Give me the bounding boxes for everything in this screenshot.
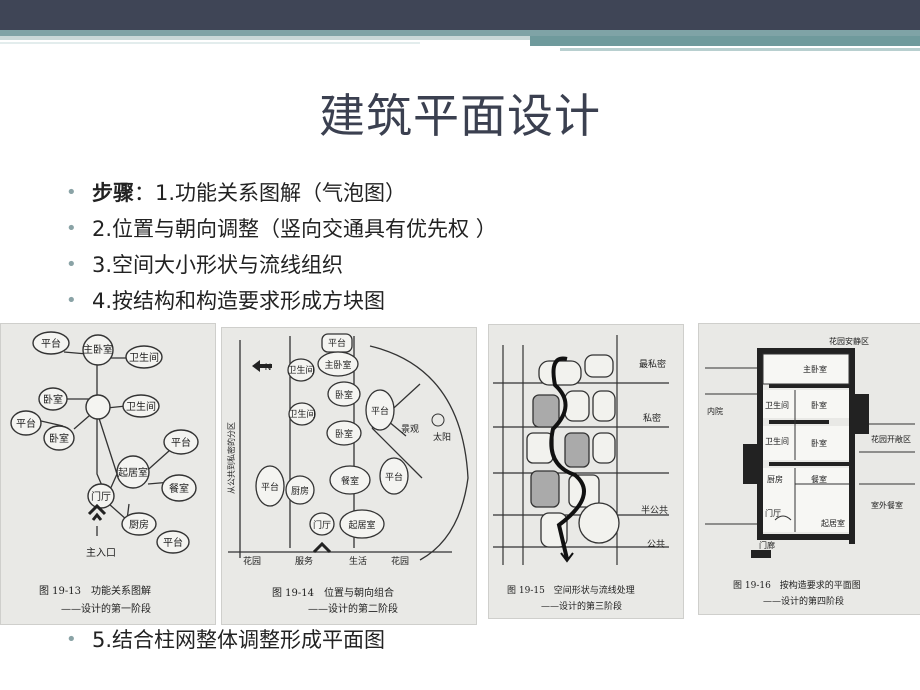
- top-right-pale-stripe: [560, 48, 920, 51]
- diagram-label: 从公共到私密的分区: [226, 422, 236, 494]
- diagram-label: 私密: [643, 412, 661, 424]
- diagram-label: 室外餐室: [871, 500, 903, 510]
- bullet-dot-icon: •: [66, 290, 77, 311]
- bullet-item: • 4.按结构和构造要求形成方块图: [66, 284, 497, 320]
- diagram-label: 厨房: [767, 474, 783, 484]
- bullet-item: • 2.位置与朝向调整（竖向交通具有优先权 ）: [66, 212, 497, 248]
- diagram-label: 花园安静区: [829, 336, 869, 346]
- top-pale-band: [0, 36, 700, 40]
- figure-orientation-diagram: 平台 主卧室 卫生间 卧室 卫生间 卧室 平台 平台 餐室 厨房 门厅 起居室 …: [221, 327, 477, 625]
- bullet-item-last: • 5.结合柱网整体调整形成平面图: [66, 623, 385, 659]
- diagram-label: 卫生间: [765, 436, 789, 446]
- diagram-label: 平台: [261, 481, 279, 493]
- diagram-label: 餐室: [811, 474, 827, 484]
- diagram-label: 主卧室: [803, 364, 827, 374]
- diagram-label: 主入口: [86, 547, 116, 559]
- diagram-label: 景观: [401, 424, 419, 435]
- figure-bubble-diagram: 平台 主卧室 卫生间 卧室 卫生间 平台 卧室 平台 起居室 餐室 门厅 厨房 …: [0, 323, 216, 625]
- slide-title: 建筑平面设计: [319, 89, 601, 143]
- space-diagram-drawing: 最私密 私密 半公共 公共 图 19-15 空间形状与流线处理 ——设计的第三阶…: [493, 335, 669, 612]
- diagram-label: 卧室: [335, 389, 353, 401]
- bullet-dot-icon: •: [66, 254, 77, 275]
- diagram-label: 厨房: [291, 485, 309, 497]
- diagram-label: 平台: [41, 337, 61, 350]
- diagram-label: 花园开敞区: [871, 434, 911, 444]
- diagram-label: 卫生间: [288, 408, 315, 420]
- figure-plan-diagram: 花园安静区 主卧室 内院 卫生间 卧室 卫生间 卧室 花园开敞区 厨房 餐室 门…: [698, 323, 920, 615]
- bullet-item: • 步骤：1.功能关系图解（气泡图）: [66, 176, 497, 212]
- figure-caption: 图 19-16 按构造要求的平面图: [733, 579, 861, 591]
- bullet-text: ：1.功能关系图解（气泡图）: [134, 181, 407, 205]
- figure-caption: 图 19-14 位置与朝向组合: [272, 586, 394, 599]
- bullet-text: 5.结合柱网整体调整形成平面图: [92, 628, 386, 652]
- diagram-label: 起居室: [118, 466, 148, 479]
- diagram-label: 卫生间: [129, 351, 159, 364]
- diagram-label: 起居室: [348, 519, 375, 531]
- top-teal-band: [0, 30, 920, 36]
- diagram-label: 厨房: [129, 518, 149, 531]
- diagram-label: N: [265, 363, 272, 373]
- diagram-label: 平台: [16, 417, 36, 430]
- bullet-text: 4.按结构和构造要求形成方块图: [92, 289, 386, 313]
- diagram-label: 平台: [385, 471, 403, 483]
- diagram-label: 卫生间: [287, 364, 314, 376]
- diagram-label: 卧室: [335, 428, 353, 440]
- diagram-label: 太阳: [433, 431, 451, 443]
- diagram-label: 平台: [163, 536, 183, 549]
- diagram-label: 花园: [391, 555, 409, 567]
- bullet-text: 2.位置与朝向调整（竖向交通具有优先权 ）: [92, 217, 497, 241]
- diagram-label: 餐室: [341, 475, 359, 487]
- diagram-label: 生活: [349, 555, 367, 567]
- bullet-text: 3.空间大小形状与流线组织: [92, 253, 344, 277]
- figure-subcaption: ——设计的第四阶段: [763, 595, 844, 607]
- diagram-label: 主卧室: [324, 359, 351, 371]
- bullet-strong: 步骤: [92, 181, 134, 205]
- diagram-label: 卧室: [811, 400, 827, 410]
- plan-diagram-drawing: 花园安静区 主卧室 内院 卫生间 卧室 卫生间 卧室 花园开敞区 厨房 餐室 门…: [705, 336, 915, 607]
- diagram-label: 花园: [243, 555, 261, 567]
- diagram-label: 卧室: [43, 393, 63, 406]
- figure-subcaption: ——设计的第二阶段: [308, 602, 398, 615]
- top-light-stripe: [0, 42, 420, 44]
- figure-subcaption: ——设计的第三阶段: [541, 600, 622, 612]
- diagram-label: 门厅: [765, 508, 781, 518]
- diagram-label: 门厅: [91, 490, 111, 503]
- diagram-label: 门廊: [759, 540, 775, 550]
- diagram-label: 主卧室: [83, 343, 113, 356]
- figure-caption: 图 19-15 空间形状与流线处理: [507, 584, 635, 596]
- figure-caption: 图 19-13 功能关系图解: [39, 584, 151, 597]
- diagram-label: 最私密: [639, 358, 666, 370]
- diagram-label: 卫生间: [126, 400, 156, 413]
- bubble-diagram-drawing: 平台 主卧室 卫生间 卧室 卫生间 平台 卧室 平台 起居室 餐室 门厅 厨房 …: [10, 331, 199, 615]
- orientation-diagram-drawing: 平台 主卧室 卫生间 卧室 卫生间 卧室 平台 平台 餐室 厨房 门厅 起居室 …: [226, 333, 469, 615]
- bullet-dot-icon: •: [66, 218, 77, 239]
- diagram-label: 半公共: [641, 504, 668, 516]
- diagram-label: 卧室: [811, 438, 827, 448]
- diagram-label: 服务: [295, 555, 313, 567]
- bullet-dot-icon: •: [66, 629, 77, 650]
- diagram-label: 平台: [371, 405, 389, 417]
- diagram-label: 卧室: [49, 432, 69, 445]
- bullet-list: • 步骤：1.功能关系图解（气泡图） • 2.位置与朝向调整（竖向交通具有优先权 ）…: [66, 176, 497, 320]
- diagram-label: 门厅: [313, 519, 331, 531]
- figure-subcaption: ——设计的第一阶段: [61, 602, 151, 615]
- bullet-dot-icon: •: [66, 182, 77, 203]
- diagram-label: 公共: [647, 539, 665, 550]
- diagram-label: 平台: [328, 337, 346, 349]
- bullet-item: • 3.空间大小形状与流线组织: [66, 248, 497, 284]
- diagram-label: 起居室: [821, 518, 845, 528]
- diagram-label: 内院: [707, 406, 723, 416]
- top-dark-bar: [0, 0, 920, 30]
- diagram-label: 餐室: [169, 482, 189, 495]
- diagram-label: 平台: [171, 436, 191, 449]
- top-right-teal-band: [530, 36, 920, 46]
- figure-space-diagram: 最私密 私密 半公共 公共 图 19-15 空间形状与流线处理 ——设计的第三阶…: [488, 324, 684, 619]
- diagram-label: 卫生间: [765, 400, 789, 410]
